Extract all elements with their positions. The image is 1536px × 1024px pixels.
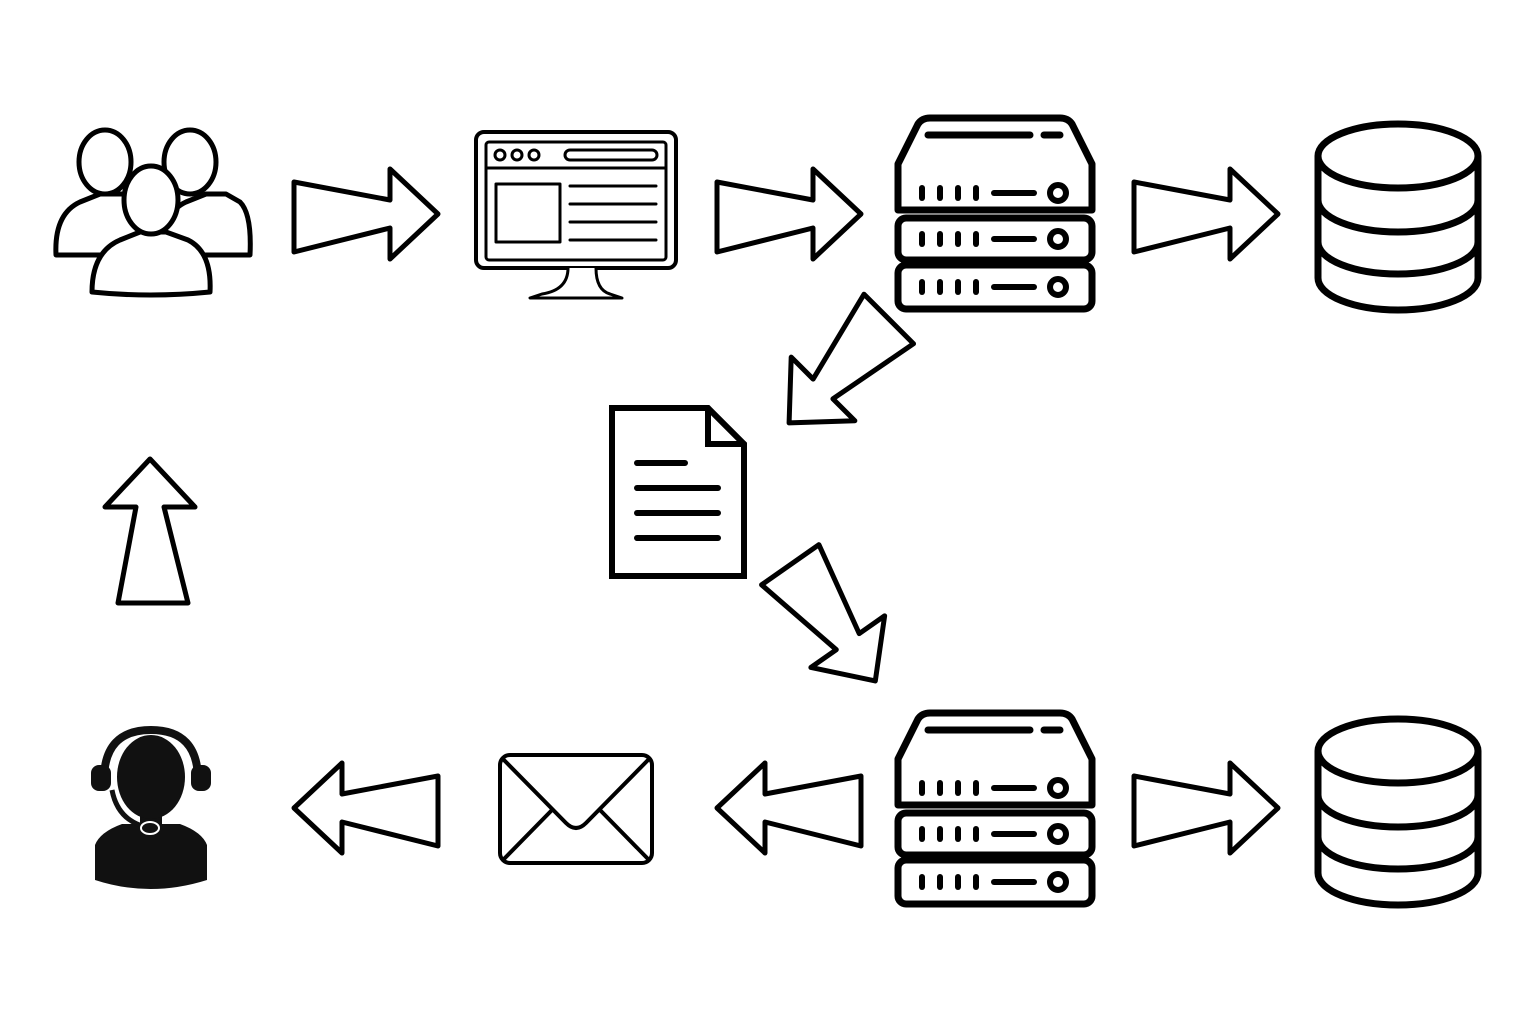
server-rack-icon bbox=[898, 118, 1092, 309]
database-icon bbox=[1318, 124, 1478, 310]
arrow-email-to-support bbox=[294, 763, 438, 853]
browser-monitor-icon bbox=[474, 130, 678, 300]
arrow-users-to-web-app bbox=[294, 169, 438, 259]
arrow-support-to-users bbox=[105, 459, 195, 603]
arrow-server-to-email bbox=[717, 763, 861, 853]
arrow-document-to-server bbox=[756, 537, 912, 707]
support-agent-headset-icon bbox=[91, 725, 211, 889]
users-group-icon bbox=[53, 127, 253, 298]
arrow-web-app-to-server bbox=[717, 169, 861, 259]
server-rack-icon bbox=[898, 713, 1092, 904]
database-icon bbox=[1318, 719, 1478, 905]
document-icon bbox=[609, 405, 747, 579]
arrow-server-to-document bbox=[757, 289, 922, 454]
arrow-server-to-database bbox=[1134, 169, 1278, 259]
envelope-icon bbox=[498, 753, 654, 865]
arrow-server-to-database bbox=[1134, 763, 1278, 853]
